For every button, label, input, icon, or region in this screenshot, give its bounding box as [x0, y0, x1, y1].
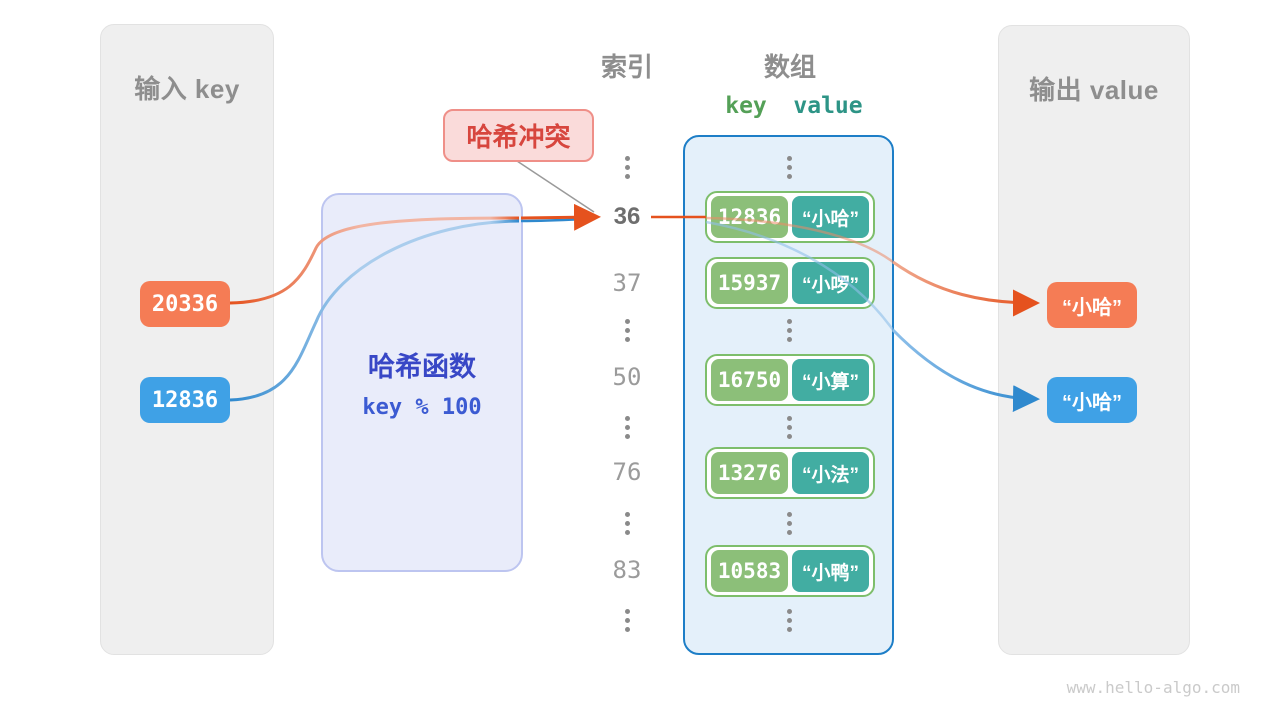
hash-collision-badge: 哈希冲突	[443, 109, 594, 162]
index-50: 50	[612, 363, 642, 391]
input-key-panel: 输入 key	[100, 24, 274, 655]
output-value-panel: 输出 value	[998, 25, 1190, 655]
array-ellipsis	[774, 508, 804, 538]
index-ellipsis	[612, 412, 642, 442]
value-cell: “小鸭”	[792, 550, 869, 592]
index-ellipsis	[612, 152, 642, 182]
index-ellipsis	[612, 605, 642, 635]
array-row-36: 12836 “小哈”	[705, 191, 875, 243]
hash-function-title: 哈希函数	[368, 352, 476, 382]
index-36-highlighted: 36	[613, 203, 641, 230]
array-ellipsis	[774, 412, 804, 442]
array-column-header: 数组	[763, 52, 816, 82]
key-cell: 16750	[711, 359, 788, 401]
index-ellipsis	[612, 315, 642, 345]
array-row-76: 13276 “小法”	[705, 447, 875, 499]
key-cell: 13276	[711, 452, 788, 494]
index-ellipsis	[612, 508, 642, 538]
value-cell: “小法”	[792, 452, 869, 494]
input-panel-title: 输入 key	[134, 74, 240, 104]
hash-function-box: 哈希函数 key % 100	[321, 193, 523, 572]
key-cell: 15937	[711, 262, 788, 304]
output-value-orange: “小哈”	[1047, 282, 1137, 328]
key-cell: 10583	[711, 550, 788, 592]
array-row-37: 15937 “小啰”	[705, 257, 875, 309]
index-37: 37	[612, 269, 642, 297]
input-key-12836: 12836	[140, 377, 230, 423]
output-panel-title: 输出 value	[1029, 75, 1159, 105]
array-row-50: 16750 “小算”	[705, 354, 875, 406]
hash-function-formula: key % 100	[362, 395, 482, 420]
array-ellipsis	[774, 605, 804, 635]
value-cell: “小啰”	[792, 262, 869, 304]
array-ellipsis	[774, 315, 804, 345]
output-value-blue: “小哈”	[1047, 377, 1137, 423]
value-cell: “小哈”	[792, 196, 869, 238]
input-key-20336: 20336	[140, 281, 230, 327]
key-cell: 12836	[711, 196, 788, 238]
index-83: 83	[612, 556, 642, 584]
index-column-header: 索引	[600, 52, 653, 82]
array-row-83: 10583 “小鸭”	[705, 545, 875, 597]
array-ellipsis	[774, 152, 804, 182]
index-76: 76	[612, 458, 642, 486]
value-cell: “小算”	[792, 359, 869, 401]
key-subheader: key	[725, 93, 767, 119]
website-watermark: www.hello-algo.com	[1066, 678, 1240, 697]
value-subheader: value	[793, 93, 863, 119]
